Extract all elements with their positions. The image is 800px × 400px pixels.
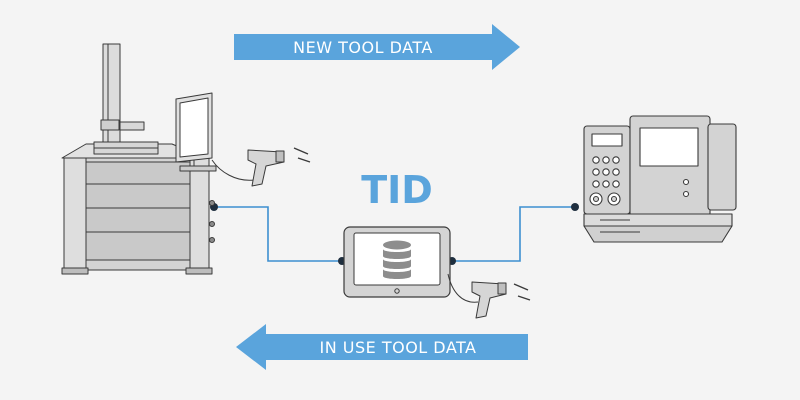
new-tool-data-arrow: NEW TOOL DATA (234, 24, 520, 70)
in-use-tool-data-label: IN USE TOOL DATA (319, 338, 476, 357)
database-icon (383, 240, 411, 279)
tool-presetter-machine-icon (61, 43, 217, 275)
right-connection-line (452, 206, 575, 262)
cnc-machine-control-icon (583, 115, 737, 243)
barcode-scanner-icon-2 (447, 273, 531, 319)
barcode-scanner-icon (211, 147, 311, 187)
in-use-tool-data-arrow: IN USE TOOL DATA (236, 324, 528, 370)
tid-title: TID (361, 168, 433, 212)
connection-lines (214, 206, 575, 262)
new-tool-data-label: NEW TOOL DATA (293, 38, 433, 57)
tablet-database-icon (343, 226, 451, 298)
left-connection-line (214, 206, 342, 262)
